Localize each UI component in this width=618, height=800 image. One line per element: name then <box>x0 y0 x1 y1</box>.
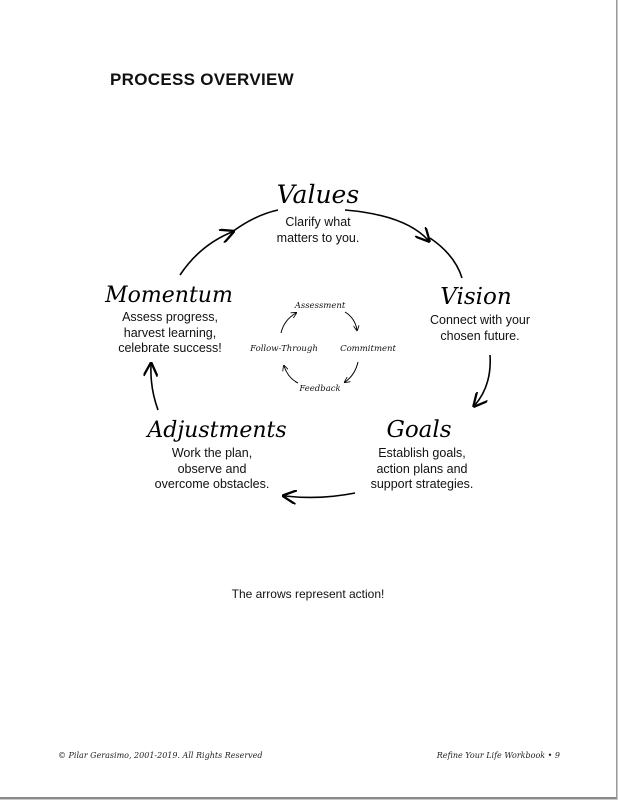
stage-name-goals: Goals <box>386 417 451 443</box>
stage-desc-line: Work the plan, <box>171 446 253 460</box>
stage-desc-line: support strategies. <box>370 477 474 491</box>
arrow-momentum-to-values-tail <box>231 209 279 233</box>
arrow-momentum-to-values <box>179 232 232 276</box>
stage-desc-line: harvest learning, <box>123 325 217 340</box>
stage-desc-adjustments: Work the plan, observe and overcome obst… <box>147 446 277 493</box>
stage-name-values: Values <box>277 180 359 209</box>
stage-desc-line: chosen future. <box>440 328 520 343</box>
stage-name-momentum: Momentum <box>104 283 233 308</box>
inner-arrow-assessment-to-commitment <box>344 311 357 330</box>
arrow-values-to-vision <box>344 209 428 240</box>
stage-name-adjustments: Adjustments <box>145 418 286 443</box>
inner-label-feedback: Feedback <box>298 384 340 394</box>
arrow-vision-to-goals <box>429 237 463 279</box>
inner-label-follow-through: Follow-Through <box>249 344 318 354</box>
stage-desc-line: Assess progress, <box>122 310 218 324</box>
arrow-goals-to-adjustments <box>285 493 356 497</box>
stage-name-vision: Vision <box>440 284 511 310</box>
footer-copyright: © Pilar Gerasimo, 2001-2019. All Rights … <box>58 751 263 760</box>
arrow-vision-down-to-goals <box>475 354 492 405</box>
stage-desc-values: Clarify what matters to you. <box>258 215 378 246</box>
stage-desc-goals: Establish goals, action plans and suppor… <box>357 446 487 493</box>
stage-desc-line: celebrate success! <box>118 341 222 355</box>
stage-desc-line: overcome obstacles. <box>154 477 270 491</box>
stage-desc-line: Connect with your <box>429 313 531 327</box>
stage-desc-line: Establish goals, <box>378 446 466 460</box>
stage-desc-momentum: Assess progress, harvest learning, celeb… <box>105 310 235 357</box>
arrows-note: The arrows represent action! <box>231 587 385 601</box>
arrow-adjustments-to-momentum <box>151 365 159 411</box>
inner-arrow-followthrough-to-assessment <box>280 313 296 334</box>
inner-label-commitment: Commitment <box>340 344 396 354</box>
inner-arrow-feedback-to-followthrough <box>284 366 299 384</box>
inner-cycle: Assessment Commitment Feedback Follow-Th… <box>249 301 396 394</box>
inner-arrow-commitment-to-feedback <box>345 361 359 382</box>
process-cycle-diagram: Values Vision Goals Adjustments Momentum… <box>104 180 512 600</box>
stage-desc-line: observe and <box>177 461 247 476</box>
stage-desc-line: matters to you. <box>276 230 360 245</box>
stage-desc-line: action plans and <box>376 461 468 476</box>
footer-page-number: Refine Your Life Workbook • 9 <box>436 751 560 760</box>
stage-desc-line: Clarify what <box>285 215 351 229</box>
inner-label-assessment: Assessment <box>294 301 346 311</box>
page-title: PROCESS OVERVIEW <box>110 70 294 89</box>
stage-desc-vision: Connect with your chosen future. <box>415 313 545 344</box>
